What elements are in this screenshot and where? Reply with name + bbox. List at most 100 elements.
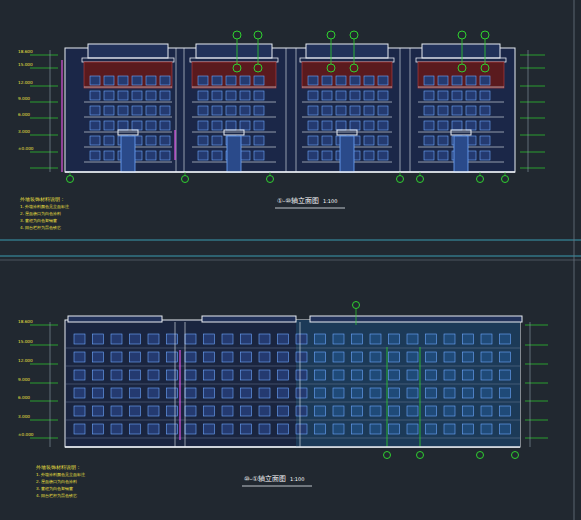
rect-stroke [500,424,511,434]
level-number: 6.000 [18,396,30,400]
rect-stroke [226,106,236,115]
rect-stroke [65,48,515,172]
rect-stroke [104,91,114,100]
rect-stroke [370,334,381,344]
line-stroke [525,438,548,439]
line-stroke [418,117,504,118]
rect-stroke [167,334,178,344]
rect-stroke [278,406,289,416]
rect-stroke [204,370,215,380]
line-stroke [50,50,51,172]
rect-stroke [204,352,215,362]
rect-stroke [389,388,400,398]
line-stroke [242,486,312,487]
rect-stroke [241,388,252,398]
rect-stroke [370,424,381,434]
rect-stroke [222,424,233,434]
rect-stroke [481,370,492,380]
rect-stroke [146,76,156,85]
line-stroke [530,322,531,447]
rect-stroke [378,121,388,130]
rect-stroke [240,121,250,130]
rect-stroke [352,424,363,434]
line-stroke [400,172,401,176]
rect-stroke [463,424,474,434]
line-stroke [192,87,276,88]
rect-stroke [444,334,455,344]
line-stroke [520,118,545,119]
line-stroke [0,260,581,261]
level-number: 9.000 [18,378,30,382]
level-number: 18.600 [18,320,33,324]
line-stroke [418,132,504,133]
rect-stroke [364,136,374,145]
line-stroke [420,347,421,447]
circle-stroke [512,452,519,459]
rect-stroke [202,316,296,322]
circle-stroke [502,176,509,183]
rect-stroke [407,352,418,362]
rect-stroke [148,406,159,416]
rect-stroke [132,121,142,130]
rect-stroke [500,406,511,416]
circle-stroke [384,452,391,459]
rect-stroke [333,388,344,398]
scale-note: 1:100 [290,477,304,482]
line-stroke [520,86,545,87]
rect-stroke [278,334,289,344]
rect-stroke [378,106,388,115]
note-text: 4. 阳台栏杆为黑色铁艺 [36,494,77,498]
rect-stroke [407,388,418,398]
rect-stroke [322,121,332,130]
rect-stroke [308,91,318,100]
level-number: 12.000 [18,359,33,363]
rect-stroke [466,91,476,100]
line-stroke [65,348,520,349]
rect-stroke [148,334,159,344]
rect-stroke [315,334,326,344]
line-stroke [65,384,520,385]
level-number: ±0.000 [18,433,34,437]
rect-stroke [160,151,170,160]
line-stroke [296,48,297,172]
rect-stroke [389,406,400,416]
rect-stroke [426,334,437,344]
rect-stroke [167,370,178,380]
rect-stroke [481,388,492,398]
rect-stroke [118,130,138,135]
line-stroke [525,383,548,384]
rect-stroke [226,121,236,130]
rect-stroke [336,106,346,115]
rect-stroke [167,352,178,362]
rect-stroke [259,334,270,344]
circle-stroke [417,452,424,459]
rect-stroke [198,76,208,85]
note-text: 1. 外墙涂料颜色见立面标注 [36,473,85,477]
line-stroke [302,102,392,103]
circle-stroke [233,64,241,72]
rect-stroke [240,106,250,115]
rect-stroke [308,76,318,85]
rect-stroke [160,136,170,145]
rect-stroke [336,91,346,100]
level-number: 3.000 [18,415,30,419]
rect-stroke [333,406,344,416]
circle-stroke [458,31,466,39]
rect-stroke [65,320,520,447]
circle-stroke [350,64,358,72]
rect-stroke [424,121,434,130]
line-stroke [354,39,355,64]
rect-stroke [451,130,471,135]
line-stroke [30,118,58,119]
rect-stroke [185,388,196,398]
line-stroke [30,438,58,439]
circle-stroke [267,176,274,183]
line-stroke [410,48,411,172]
rect-stroke [378,91,388,100]
rect-stroke [350,91,360,100]
rect-stroke [74,424,85,434]
rect-stroke [426,406,437,416]
rect-stroke [438,91,448,100]
rect-stroke [74,352,85,362]
line-stroke [84,87,172,88]
